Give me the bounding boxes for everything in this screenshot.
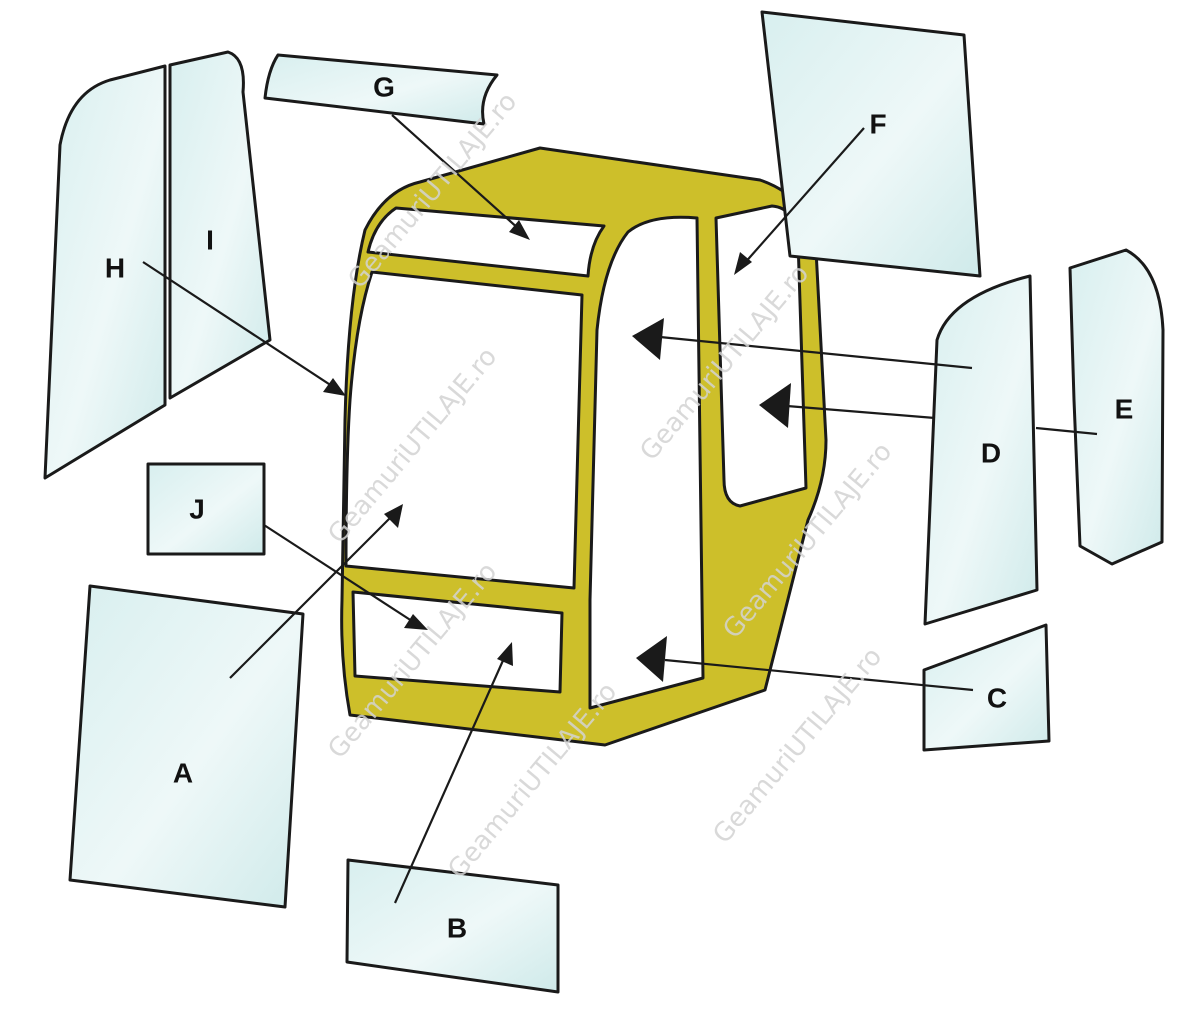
arrowhead-c [636, 636, 667, 682]
glass-panel-d [923, 274, 1039, 626]
roof-opening [366, 206, 606, 278]
side-door-opening [588, 215, 705, 710]
glass-panel-a [68, 584, 305, 909]
glass-panel-c [922, 623, 1051, 752]
leader-h [142, 261, 336, 389]
label-f: F [869, 109, 886, 140]
arrowhead-g [509, 220, 530, 240]
leader-c [664, 658, 974, 692]
label-d: D [981, 438, 1001, 469]
leader-lines [142, 114, 1098, 904]
leader-j [263, 524, 416, 624]
leader-e [1035, 426, 1098, 436]
label-i: I [206, 225, 214, 256]
arrowhead-h [323, 378, 346, 396]
label-j: J [189, 494, 205, 525]
leader-d-upper [659, 335, 973, 370]
leader-d-lower [786, 404, 936, 420]
rear-side-window-opening [714, 204, 808, 508]
arrowhead-b [497, 642, 513, 666]
arrowhead-d-upper [632, 318, 664, 360]
arrowhead-d-lower [759, 383, 791, 428]
label-b: B [447, 913, 467, 944]
glass-panel-j [146, 462, 266, 556]
label-a: A [173, 758, 193, 789]
front-windscreen-opening [344, 270, 584, 590]
label-g: G [373, 72, 395, 103]
leader-a [229, 514, 394, 679]
glass-panel-f [760, 10, 982, 278]
glass-panel-g [263, 53, 499, 126]
glass-panel-i [168, 50, 272, 400]
arrowhead-a [384, 504, 403, 528]
leader-b [393, 655, 507, 904]
label-e: E [1115, 394, 1134, 425]
panel-labels: A B C D E F G H I J [105, 72, 1133, 944]
leader-g [391, 114, 521, 231]
glass-panel-e [1068, 248, 1165, 566]
cab-frame [340, 146, 828, 747]
label-h: H [105, 253, 125, 284]
leader-f [742, 127, 865, 266]
label-c: C [987, 683, 1007, 714]
glass-panel-h [43, 64, 167, 480]
arrowhead-f [734, 252, 752, 275]
arrowhead-j [404, 614, 428, 630]
glass-panels [43, 10, 1165, 994]
